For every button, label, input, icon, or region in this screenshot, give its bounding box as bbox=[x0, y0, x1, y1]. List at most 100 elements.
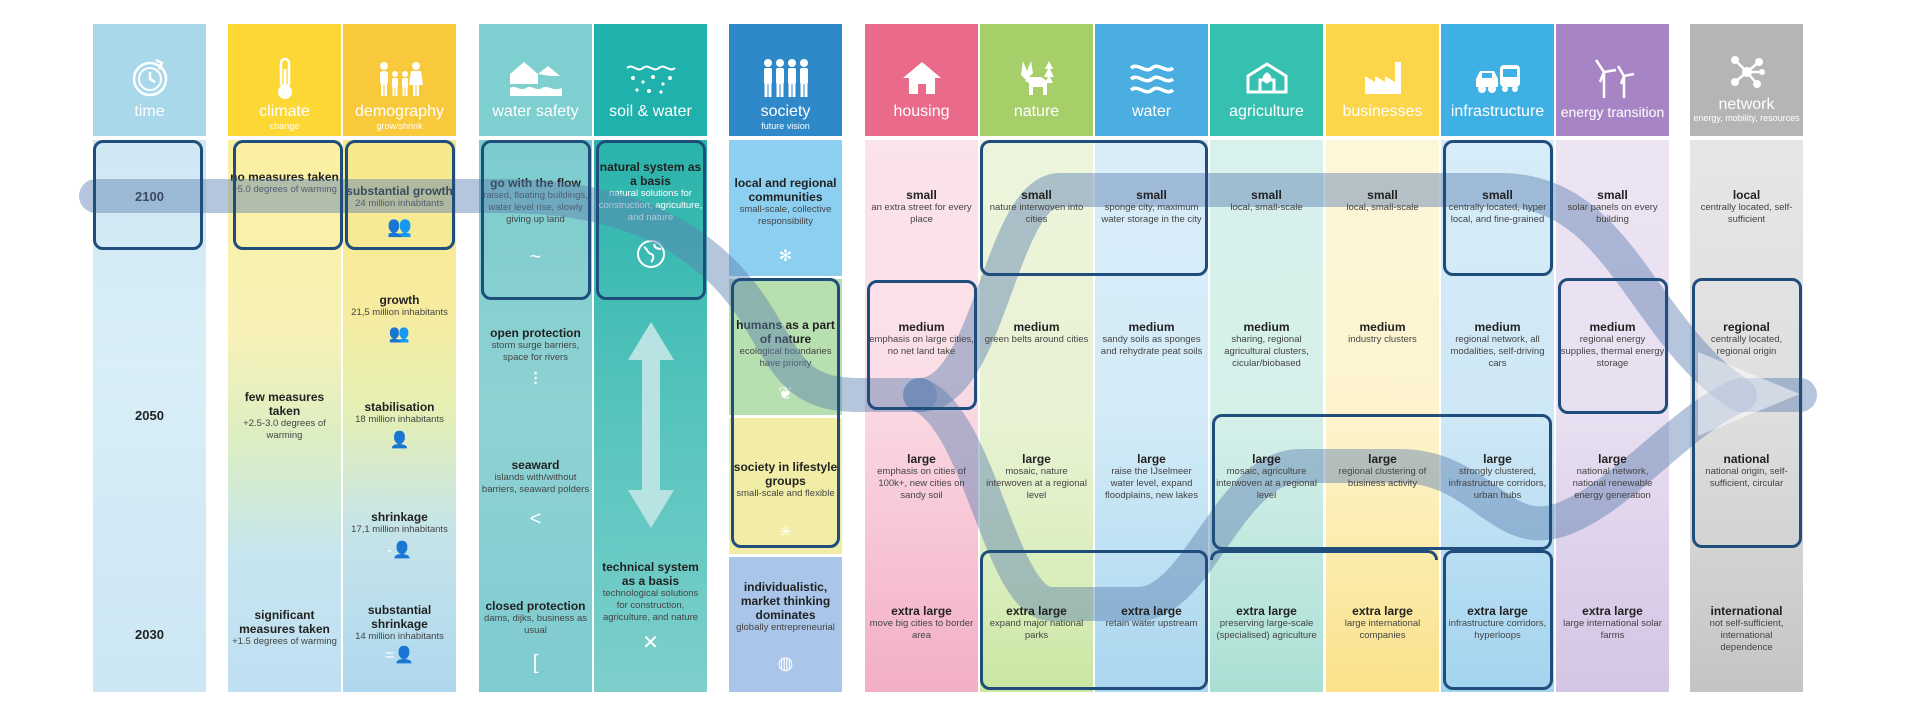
agriculture-option-title: small bbox=[1251, 188, 1282, 202]
businesses-option-desc: industry clusters bbox=[1348, 334, 1417, 345]
climate-option: significant measures taken+1.5 degrees o… bbox=[232, 608, 337, 647]
energy-column: energy transition bbox=[1556, 24, 1669, 692]
nature-header: nature bbox=[980, 24, 1093, 136]
agriculture-option-title: extra large bbox=[1236, 604, 1297, 618]
housing-option-desc: emphasis on cities of 100k+, new cities … bbox=[877, 466, 966, 501]
water-safety-header: water safety bbox=[479, 24, 592, 136]
housing-option-title: large bbox=[907, 452, 936, 466]
water-option-desc: raise the IJselmeer water level, expand … bbox=[1105, 466, 1198, 501]
society-column: society future vision local and regional… bbox=[729, 24, 842, 692]
demography-subtitle: grow/shrink bbox=[376, 121, 423, 131]
soil-water-header: soil & water bbox=[594, 24, 707, 136]
housing-column: housing bbox=[865, 24, 978, 692]
energy-option-desc: large international solar farms bbox=[1563, 618, 1662, 641]
climate-option: few measures taken+2.5-3.0 degrees of wa… bbox=[243, 390, 326, 441]
nature-option-desc: nature interwoven into cities bbox=[989, 202, 1084, 225]
water-option-desc: retain water upstream bbox=[1105, 618, 1198, 629]
infrastructure-title: infrastructure bbox=[1450, 103, 1545, 120]
infrastructure-option-title: medium bbox=[1474, 320, 1521, 334]
community-icon: ✻ bbox=[778, 248, 793, 265]
vehicles-icon bbox=[1475, 65, 1520, 93]
network-subtitle: energy, mobility, resources bbox=[1693, 113, 1800, 123]
network-title: network bbox=[1718, 96, 1775, 113]
society-header: society future vision bbox=[729, 24, 842, 136]
water-body bbox=[1095, 140, 1208, 692]
infrastructure-option-desc: regional network, all modalities, self-d… bbox=[1450, 334, 1545, 369]
person-double-minus-icon: =👤 bbox=[384, 647, 415, 664]
businesses-option-desc: large international companies bbox=[1344, 618, 1421, 641]
energy-option-title: extra large bbox=[1582, 604, 1643, 618]
housing-option-desc: emphasis on large cities, no net land ta… bbox=[869, 334, 974, 357]
tools-icon: ✕ bbox=[642, 632, 659, 654]
selection-time-2100 bbox=[93, 140, 203, 250]
agriculture-option-title: medium bbox=[1243, 320, 1290, 334]
selection-water-safety bbox=[481, 140, 591, 300]
crowd-icon bbox=[763, 59, 808, 97]
nature-option-desc: expand major national parks bbox=[989, 618, 1084, 641]
house-icon bbox=[902, 62, 941, 94]
businesses-header: businesses bbox=[1326, 24, 1439, 136]
selection-infra-small bbox=[1443, 140, 1553, 276]
demography-header: demography grow/shrink bbox=[343, 24, 456, 136]
network-option-title: international bbox=[1710, 604, 1783, 618]
network-option-title: local bbox=[1732, 188, 1761, 202]
deer-tree-icon bbox=[1020, 61, 1054, 95]
time-title: time bbox=[134, 103, 165, 120]
businesses-option-title: large bbox=[1368, 452, 1397, 466]
energy-title: energy transition bbox=[1560, 104, 1665, 120]
network-option-title: regional bbox=[1723, 320, 1770, 334]
society-title: society bbox=[760, 103, 811, 120]
clock-icon bbox=[132, 58, 167, 97]
time-column: time 2100 2050 2030 bbox=[93, 24, 206, 692]
open-barrier-glyph: ⁝ bbox=[532, 368, 539, 390]
wind-turbine-icon bbox=[1594, 59, 1634, 98]
infrastructure-option-title: large bbox=[1483, 452, 1512, 466]
person-minus-icon: -👤 bbox=[386, 542, 413, 559]
globe-hand-icon: ◍ bbox=[777, 653, 794, 673]
selection-network bbox=[1692, 278, 1802, 548]
selection-infra-xl bbox=[1443, 550, 1553, 690]
society-cell-bg bbox=[729, 557, 842, 692]
energy-option-title: medium bbox=[1589, 320, 1636, 334]
businesses-option-desc: regional clustering of business activity bbox=[1338, 466, 1427, 489]
energy-option-desc: regional energy supplies, thermal energy… bbox=[1560, 334, 1665, 369]
society-cell-bg bbox=[729, 140, 842, 276]
infrastructure-option-title: extra large bbox=[1467, 604, 1528, 618]
energy-option-title: large bbox=[1598, 452, 1627, 466]
network-option-desc: national origin, self-sufficient, circul… bbox=[1705, 466, 1788, 489]
society-cell-bg bbox=[729, 418, 842, 554]
water-option-desc: sandy soils as sponges and rehydrate pea… bbox=[1100, 334, 1203, 357]
demography-column: demography grow/shrink substantial growt… bbox=[343, 24, 456, 692]
closed-barrier-glyph: [ bbox=[532, 652, 539, 674]
climate-title: climate bbox=[259, 103, 310, 120]
pathway-large bbox=[903, 378, 1757, 621]
globe-icon bbox=[594, 238, 707, 270]
businesses-option-desc: local, small-scale bbox=[1346, 202, 1419, 213]
nature-option-title: large bbox=[1022, 452, 1051, 466]
water-option-title: large bbox=[1137, 452, 1166, 466]
agriculture-option-desc: mosaic, agriculture interwoven at a regi… bbox=[1216, 466, 1317, 501]
society-option: individualistic, market thinking dominat… bbox=[736, 580, 835, 633]
agriculture-header: agriculture bbox=[1210, 24, 1323, 136]
agriculture-option-desc: preserving large-scale (specialised) agr… bbox=[1216, 618, 1317, 641]
